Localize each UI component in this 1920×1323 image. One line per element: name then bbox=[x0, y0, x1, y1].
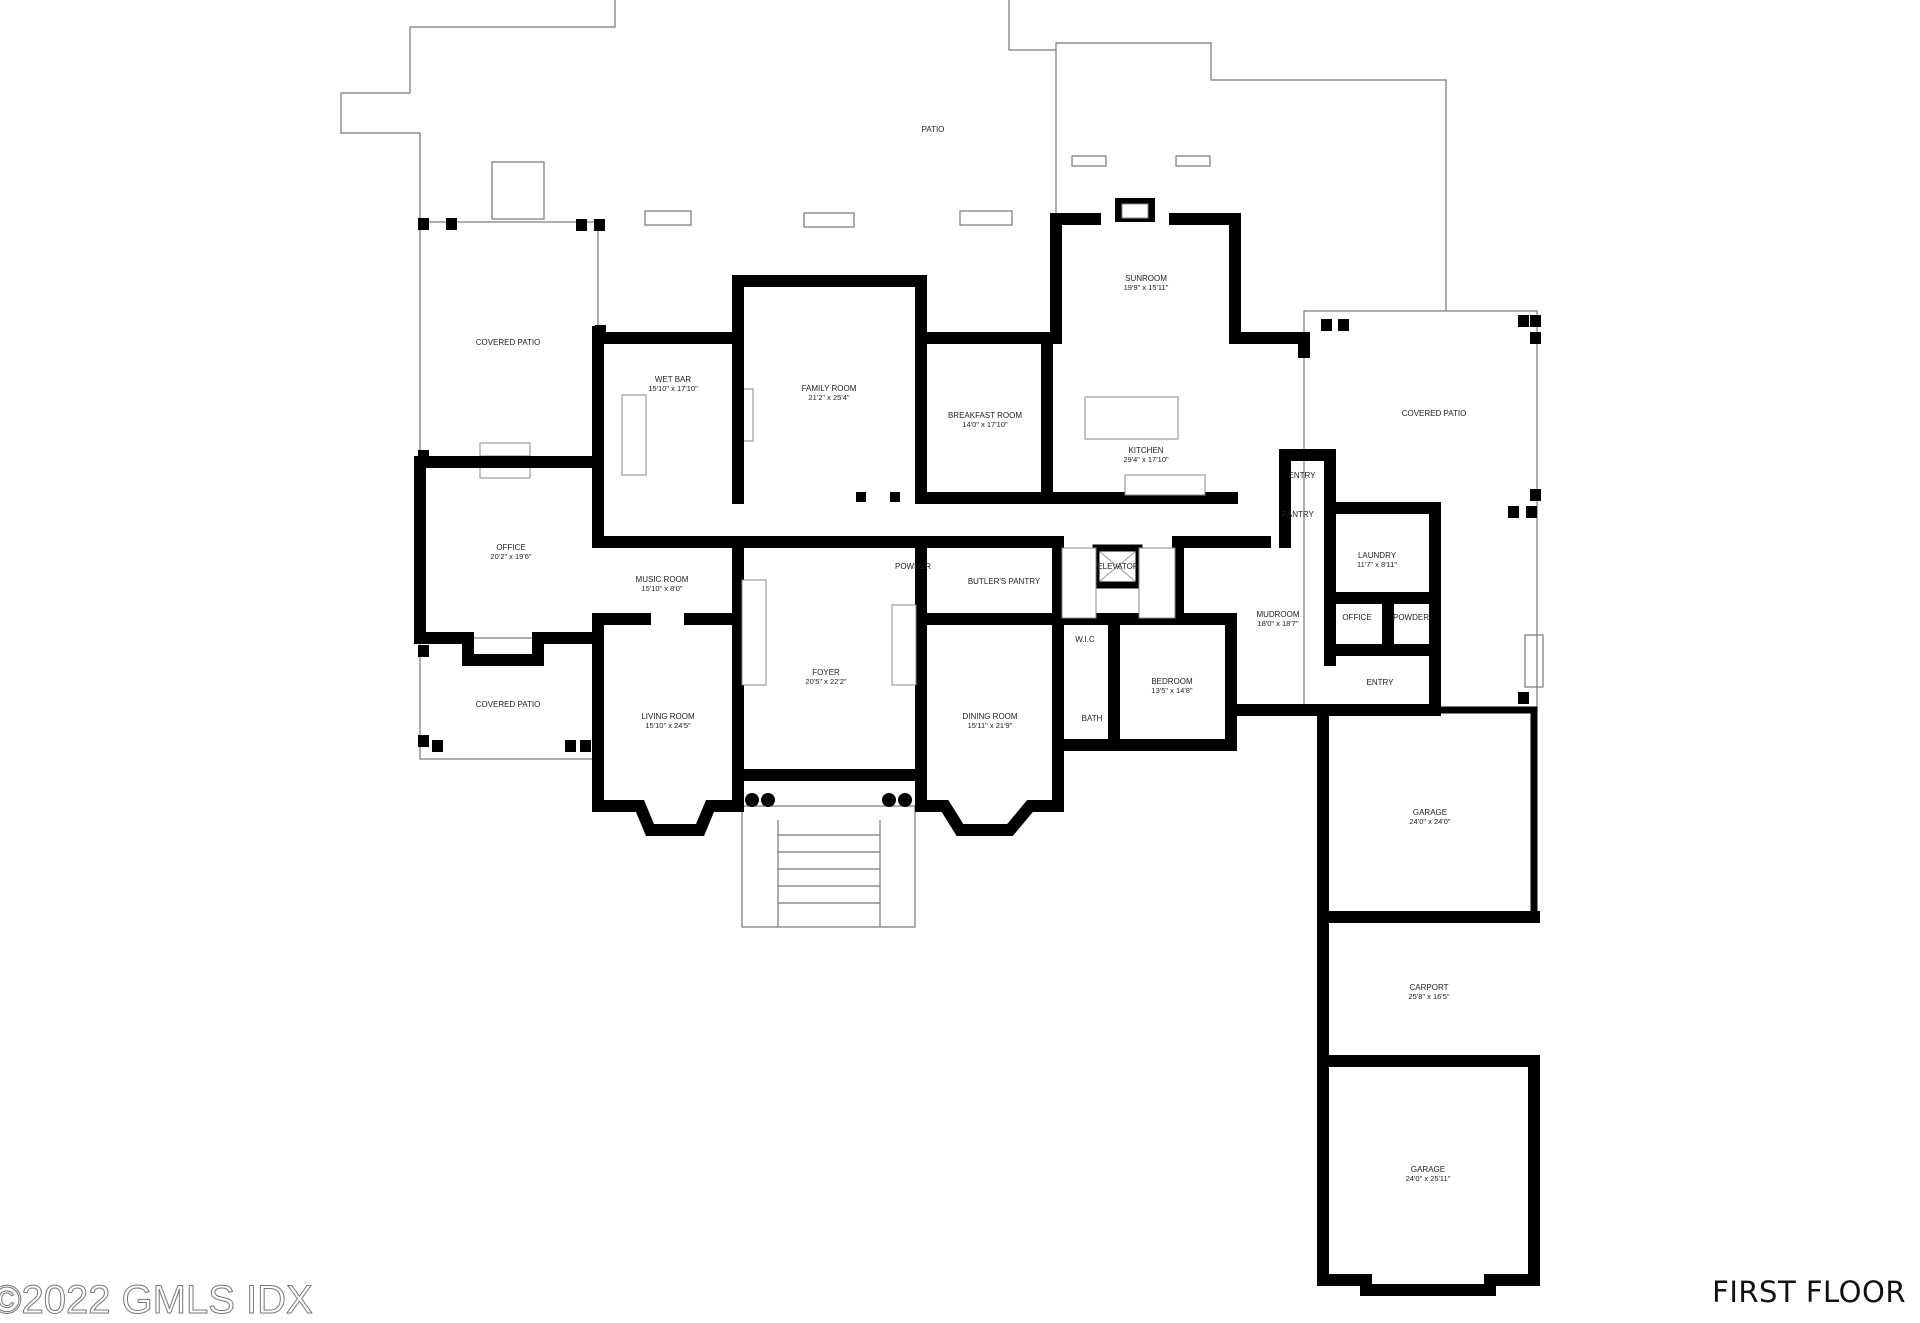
room-label-covered-patio-east: COVERED PATIO bbox=[1402, 409, 1467, 418]
room-label-living-room: LIVING ROOM bbox=[641, 712, 695, 721]
room-label-bedroom: BEDROOM bbox=[1151, 677, 1193, 686]
room-dims-music-room: 15'10" x 8'0" bbox=[641, 584, 682, 593]
room-label-entry: ENTRY bbox=[1289, 471, 1317, 480]
room-label-powder: POWDER bbox=[895, 562, 931, 571]
room-label-laundry: LAUNDRY bbox=[1358, 551, 1397, 560]
room-label-powder-2: POWDER bbox=[1393, 613, 1429, 622]
room-dims-office: 20'2" x 19'6" bbox=[490, 552, 531, 561]
room-label-pantry: PANTRY bbox=[1282, 510, 1314, 519]
room-label-covered-patio: COVERED PATIO bbox=[476, 338, 541, 347]
room-label-entry-2: ENTRY bbox=[1367, 678, 1395, 687]
fixtures bbox=[621, 394, 1206, 496]
room-label-family-room: FAMILY ROOM bbox=[802, 384, 857, 393]
room-dims-garage-2: 24'0" x 25'11" bbox=[1406, 1174, 1451, 1183]
room-label-office: OFFICE bbox=[496, 543, 525, 552]
room-label-mudroom: MUDROOM bbox=[1256, 610, 1299, 619]
room-label-foyer: FOYER bbox=[812, 668, 840, 677]
room-label-garage-2: GARAGE bbox=[1411, 1165, 1445, 1174]
room-labels: PATIO COVERED PATIO WET BAR 15'10" x 17'… bbox=[476, 125, 1467, 1183]
room-label-wet-bar: WET BAR bbox=[655, 375, 692, 384]
room-label-elevator: ELEVATOR bbox=[1097, 562, 1139, 571]
room-label-carport: CARPORT bbox=[1410, 983, 1449, 992]
room-dims-bedroom: 13'5" x 14'8" bbox=[1151, 686, 1192, 695]
room-label-music-room: MUSIC ROOM bbox=[636, 575, 689, 584]
walls bbox=[414, 213, 1540, 1296]
room-dims-mudroom: 18'0" x 18'7" bbox=[1257, 619, 1298, 628]
room-label-covered-patio-sw: COVERED PATIO bbox=[476, 700, 541, 709]
room-dims-sunroom: 19'9" x 15'11" bbox=[1124, 283, 1169, 292]
room-label-bath: BATH bbox=[1082, 714, 1103, 723]
patio-outline bbox=[340, 0, 1544, 928]
room-dims-dining-room: 15'11" x 21'9" bbox=[968, 721, 1013, 730]
floor-title: FIRST FLOOR bbox=[1712, 1275, 1906, 1309]
room-dims-wet-bar: 15'10" x 17'10" bbox=[648, 384, 698, 393]
room-label-kitchen: KITCHEN bbox=[1128, 446, 1163, 455]
copyright-watermark: ©2022 GMLS IDX bbox=[0, 1278, 313, 1323]
room-dims-living-room: 15'10" x 24'5" bbox=[645, 721, 691, 730]
room-label-butlers-pantry: BUTLER'S PANTRY bbox=[968, 577, 1041, 586]
room-label-dining-room: DINING ROOM bbox=[962, 712, 1017, 721]
room-dims-kitchen: 29'4" x 17'10" bbox=[1123, 455, 1169, 464]
room-dims-breakfast-room: 14'0" x 17'10" bbox=[962, 420, 1008, 429]
room-label-office-2: OFFICE bbox=[1342, 613, 1371, 622]
room-dims-foyer: 20'5" x 22'2" bbox=[805, 677, 846, 686]
room-label-sunroom: SUNROOM bbox=[1125, 274, 1167, 283]
room-label-wic: W.I.C bbox=[1075, 635, 1095, 644]
stairs bbox=[741, 547, 1176, 686]
room-dims-laundry: 11'7" x 8'11" bbox=[1357, 560, 1397, 569]
room-dims-carport: 25'8" x 16'5" bbox=[1408, 992, 1449, 1001]
room-label-patio: PATIO bbox=[922, 125, 945, 134]
room-dims-family-room: 21'2" x 25'4" bbox=[808, 393, 849, 402]
room-label-garage: GARAGE bbox=[1413, 808, 1447, 817]
room-label-breakfast-room: BREAKFAST ROOM bbox=[948, 411, 1022, 420]
room-dims-garage: 24'0" x 24'0" bbox=[1409, 817, 1450, 826]
